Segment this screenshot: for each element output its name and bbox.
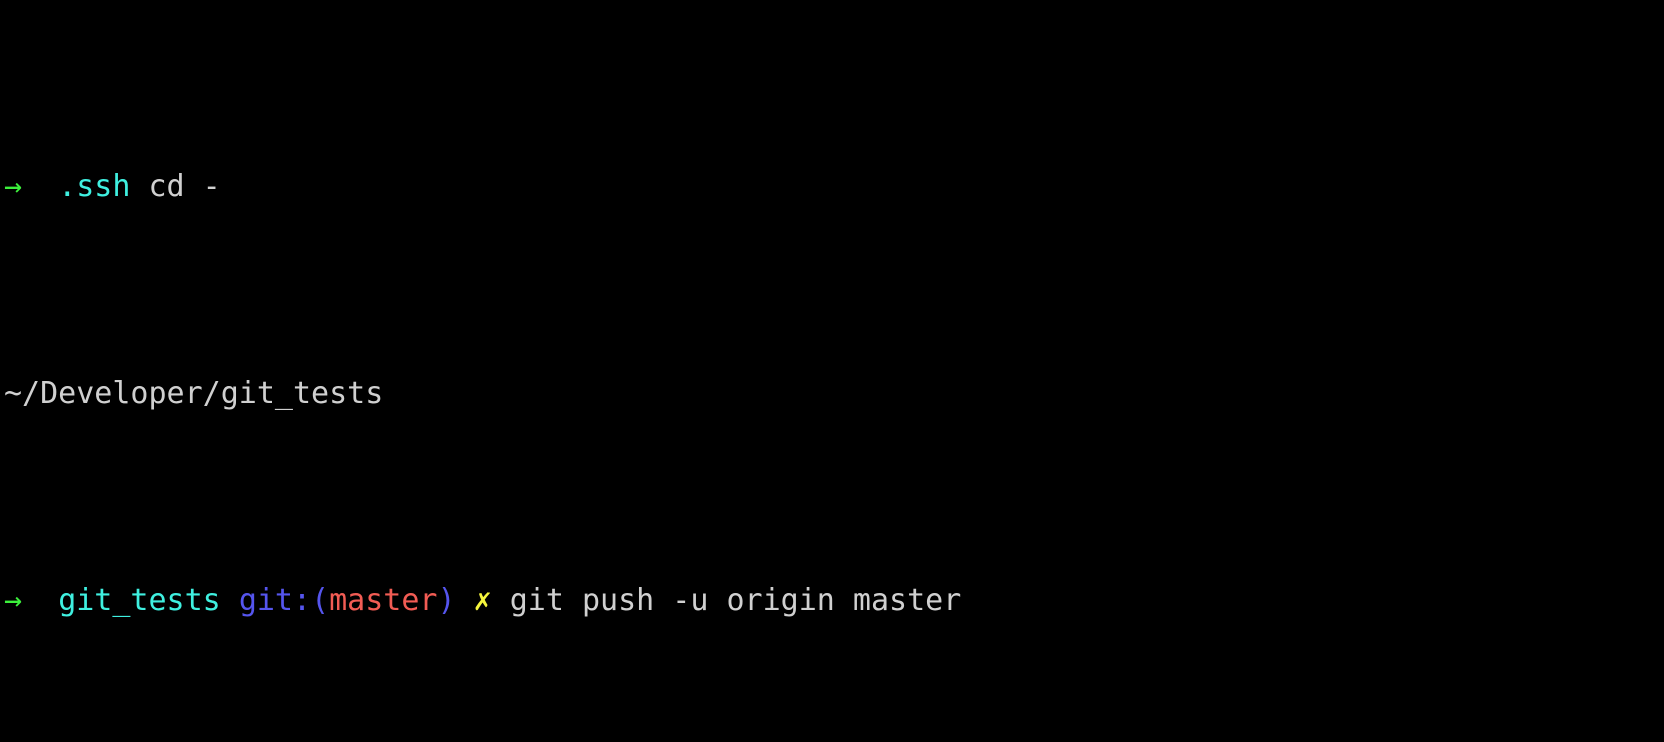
- prompt-dirty-mark-icon: ✗: [473, 582, 492, 618]
- prompt-directory: .ssh: [58, 168, 131, 204]
- prompt-spacer: [130, 169, 148, 204]
- terminal-line-output-1: ~/Developer/git_tests: [0, 373, 1664, 414]
- prompt-paren-open: (: [311, 582, 330, 618]
- prompt-spacer: [492, 583, 510, 618]
- prompt-arrow-icon: →: [4, 582, 23, 618]
- prompt-branch-name: master: [329, 582, 438, 618]
- prompt-paren-close: ): [437, 582, 456, 618]
- prompt-spacer: [22, 169, 58, 204]
- prompt-command: cd -: [148, 168, 221, 204]
- output-text: ~/Developer/git_tests: [4, 375, 384, 411]
- prompt-git-label: git:: [238, 582, 312, 618]
- prompt-command: git push -u origin master: [509, 582, 962, 618]
- prompt-arrow-icon: →: [4, 168, 23, 204]
- terminal-line-prompt-2: → git_tests git:(master) ✗ git push -u o…: [0, 580, 1664, 621]
- prompt-spacer: [221, 583, 239, 618]
- prompt-directory: git_tests: [58, 582, 221, 618]
- terminal-line-prompt-1: → .ssh cd -: [0, 166, 1664, 207]
- prompt-spacer: [456, 583, 474, 618]
- prompt-spacer: [22, 583, 58, 618]
